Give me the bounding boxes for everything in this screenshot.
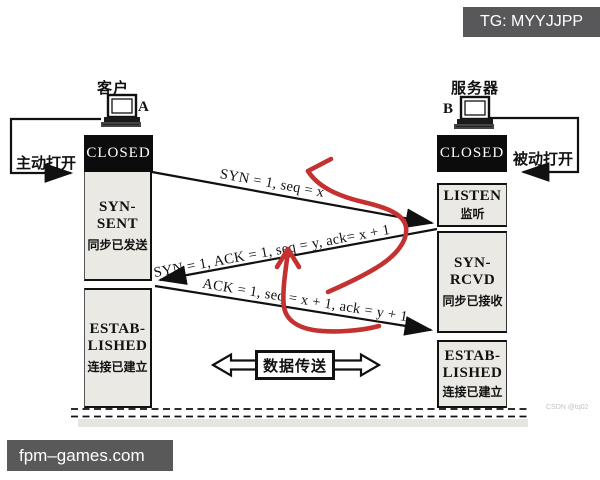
server-state-established-zh: 连接已建立 [442, 385, 503, 399]
server-state-closed: CLOSED [437, 135, 507, 172]
server-host-letter: B [443, 101, 454, 117]
passive-open-label: 被动打开 [513, 151, 574, 168]
server-computer-icon [454, 95, 494, 129]
server-state-established: ESTAB- LISHED 连接已建立 [437, 340, 507, 408]
active-open-label: 主动打开 [16, 155, 77, 172]
server-state-established-en: ESTAB- LISHED [442, 348, 503, 381]
server-state-listen: LISTEN 监听 [437, 183, 507, 227]
client-state-syn-sent-en: SYN- SENT [96, 198, 139, 232]
server-title: 服务器 [451, 80, 500, 97]
client-state-established-en: ESTAB- LISHED [87, 321, 148, 354]
data-transfer-box: 数据传送 [255, 350, 335, 380]
tg-watermark-badge: TG: MYYJJPP [463, 7, 600, 37]
red-big-arrowhead [305, 156, 334, 174]
client-state-closed: CLOSED [84, 135, 153, 172]
site-watermark-badge: fpm–games.com [7, 440, 173, 471]
data-transfer-right-arrow [331, 352, 382, 378]
csdn-watermark: CSDN @tq02 [546, 404, 589, 411]
data-transfer-left-arrow [210, 352, 259, 378]
server-state-listen-en: LISTEN [443, 188, 502, 204]
ack-message-label: ACK = 1, seq = x + 1, ack = y + 1 [201, 275, 409, 326]
syn-message-label: SYN = 1, seq = x [218, 166, 326, 201]
server-state-syn-rcvd-zh: 同步已接收 [442, 294, 503, 308]
client-host-letter: A [138, 99, 149, 115]
client-state-syn-sent-zh: 同步已发送 [87, 237, 148, 252]
client-computer-icon [101, 93, 141, 127]
server-state-syn-rcvd-en: SYN- RCVD [449, 255, 496, 288]
synack-message-label: SYN = 1, ACK = 1, seq = y, ack= x + 1 [152, 221, 392, 282]
server-state-syn-rcvd: SYN- RCVD 同步已接收 [437, 231, 507, 333]
server-state-listen-zh: 监听 [460, 207, 485, 221]
client-state-syn-sent: SYN- SENT 同步已发送 [84, 172, 152, 281]
client-state-established-zh: 连接已建立 [87, 360, 148, 374]
client-state-established: ESTAB- LISHED 连接已建立 [84, 288, 152, 408]
client-title: 客户 [97, 80, 130, 97]
scan-artifact-band [78, 419, 528, 427]
